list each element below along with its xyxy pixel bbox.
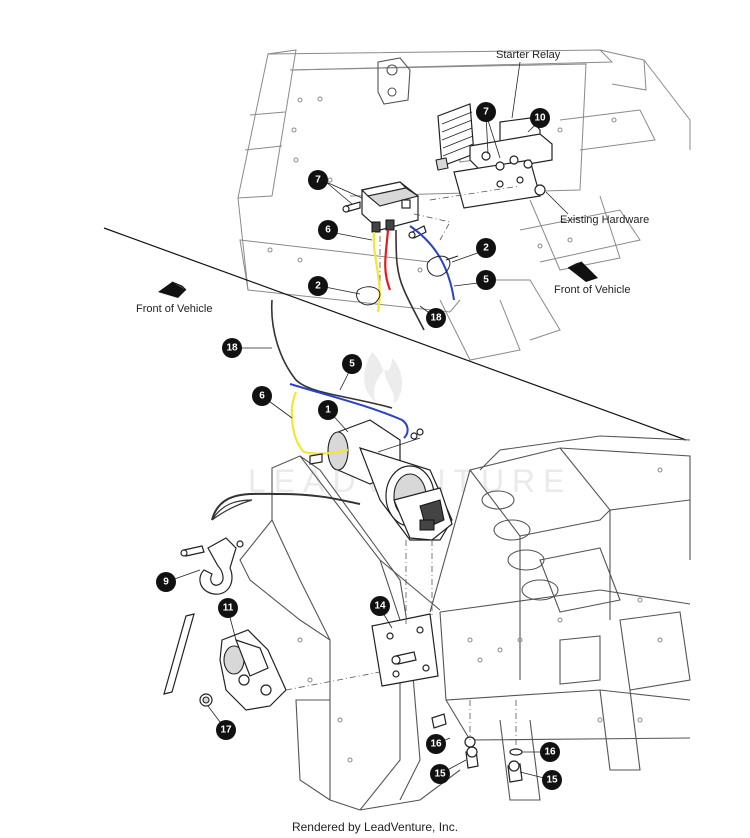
- callout-16-right: 16: [540, 742, 560, 762]
- callout-11: 11: [218, 598, 238, 618]
- front-of-vehicle-right-label: Front of Vehicle: [554, 284, 630, 296]
- callout-16-left: 16: [426, 734, 446, 754]
- svg-text:14: 14: [374, 601, 386, 612]
- upper-chassis-frame: [237, 49, 691, 361]
- fairlead-bracket: [219, 629, 381, 711]
- svg-text:17: 17: [220, 725, 232, 736]
- detail-separator-line: [103, 227, 687, 441]
- svg-text:2: 2: [483, 243, 489, 254]
- lower-chassis-frame: [429, 435, 691, 801]
- svg-text:5: 5: [349, 359, 355, 370]
- starter-relay-label: Starter Relay: [496, 49, 561, 61]
- callout-9: 9: [156, 572, 176, 592]
- svg-text:6: 6: [259, 391, 265, 402]
- callout-18-upper: 18: [426, 308, 446, 328]
- svg-text:16: 16: [430, 739, 442, 750]
- svg-text:15: 15: [546, 775, 558, 786]
- callout-7-upper: 7: [476, 102, 496, 122]
- existing-hardware-label: Existing Hardware: [560, 214, 649, 226]
- footer-credit: Rendered by LeadVenture, Inc.: [291, 820, 459, 834]
- callout-5-lower: 5: [342, 354, 362, 374]
- front-bumper: [239, 455, 461, 811]
- svg-text:16: 16: [544, 747, 556, 758]
- callout-14: 14: [370, 596, 390, 616]
- callout-2-left: 2: [308, 276, 328, 296]
- svg-text:7: 7: [483, 107, 489, 118]
- winch-wiring: [270, 299, 409, 465]
- callout-10: 10: [530, 108, 550, 128]
- callout-1: 1: [318, 400, 338, 420]
- callout-18-lower: 18: [222, 338, 242, 358]
- front-arrow-left: [158, 281, 187, 298]
- existing-hardware-bolt: [534, 184, 569, 215]
- callout-17: 17: [216, 720, 236, 740]
- svg-text:11: 11: [223, 603, 234, 614]
- front-of-vehicle-left-label: Front of Vehicle: [136, 303, 212, 315]
- callout-15-left: 15: [430, 764, 450, 784]
- front-arrow-right: [567, 261, 598, 282]
- existing-heatsink: [437, 103, 475, 167]
- hardware-15-16-right: [507, 700, 523, 783]
- winch-assembly: [327, 419, 453, 626]
- svg-text:18: 18: [226, 343, 238, 354]
- callout-6-upper: 6: [318, 220, 338, 240]
- callout-15-right: 15: [542, 770, 562, 790]
- upper-wiring: [356, 225, 459, 331]
- callout-6-lower: 6: [252, 386, 272, 406]
- svg-text:6: 6: [325, 225, 331, 236]
- winch-rope: [211, 492, 361, 521]
- svg-text:18: 18: [430, 313, 442, 324]
- svg-text:5: 5: [483, 275, 489, 286]
- svg-text:7: 7: [315, 175, 321, 186]
- svg-text:15: 15: [434, 769, 446, 780]
- callout-7-lower: 7: [308, 170, 328, 190]
- flange-nut-17: [199, 693, 213, 707]
- hook-strap: [163, 613, 195, 695]
- winch-hook: [180, 537, 244, 595]
- svg-text:1: 1: [325, 405, 331, 416]
- bolt-14: [391, 651, 417, 665]
- contactor-screws: [342, 201, 427, 239]
- svg-text:10: 10: [534, 113, 546, 124]
- hardware-15-16-left: [431, 700, 479, 769]
- starter-relay-assembly: [435, 117, 553, 209]
- winch-contactor: [360, 181, 521, 300]
- callout-5-upper: 5: [476, 270, 496, 290]
- svg-text:9: 9: [163, 577, 169, 588]
- svg-text:2: 2: [315, 281, 321, 292]
- callout-2-right: 2: [476, 238, 496, 258]
